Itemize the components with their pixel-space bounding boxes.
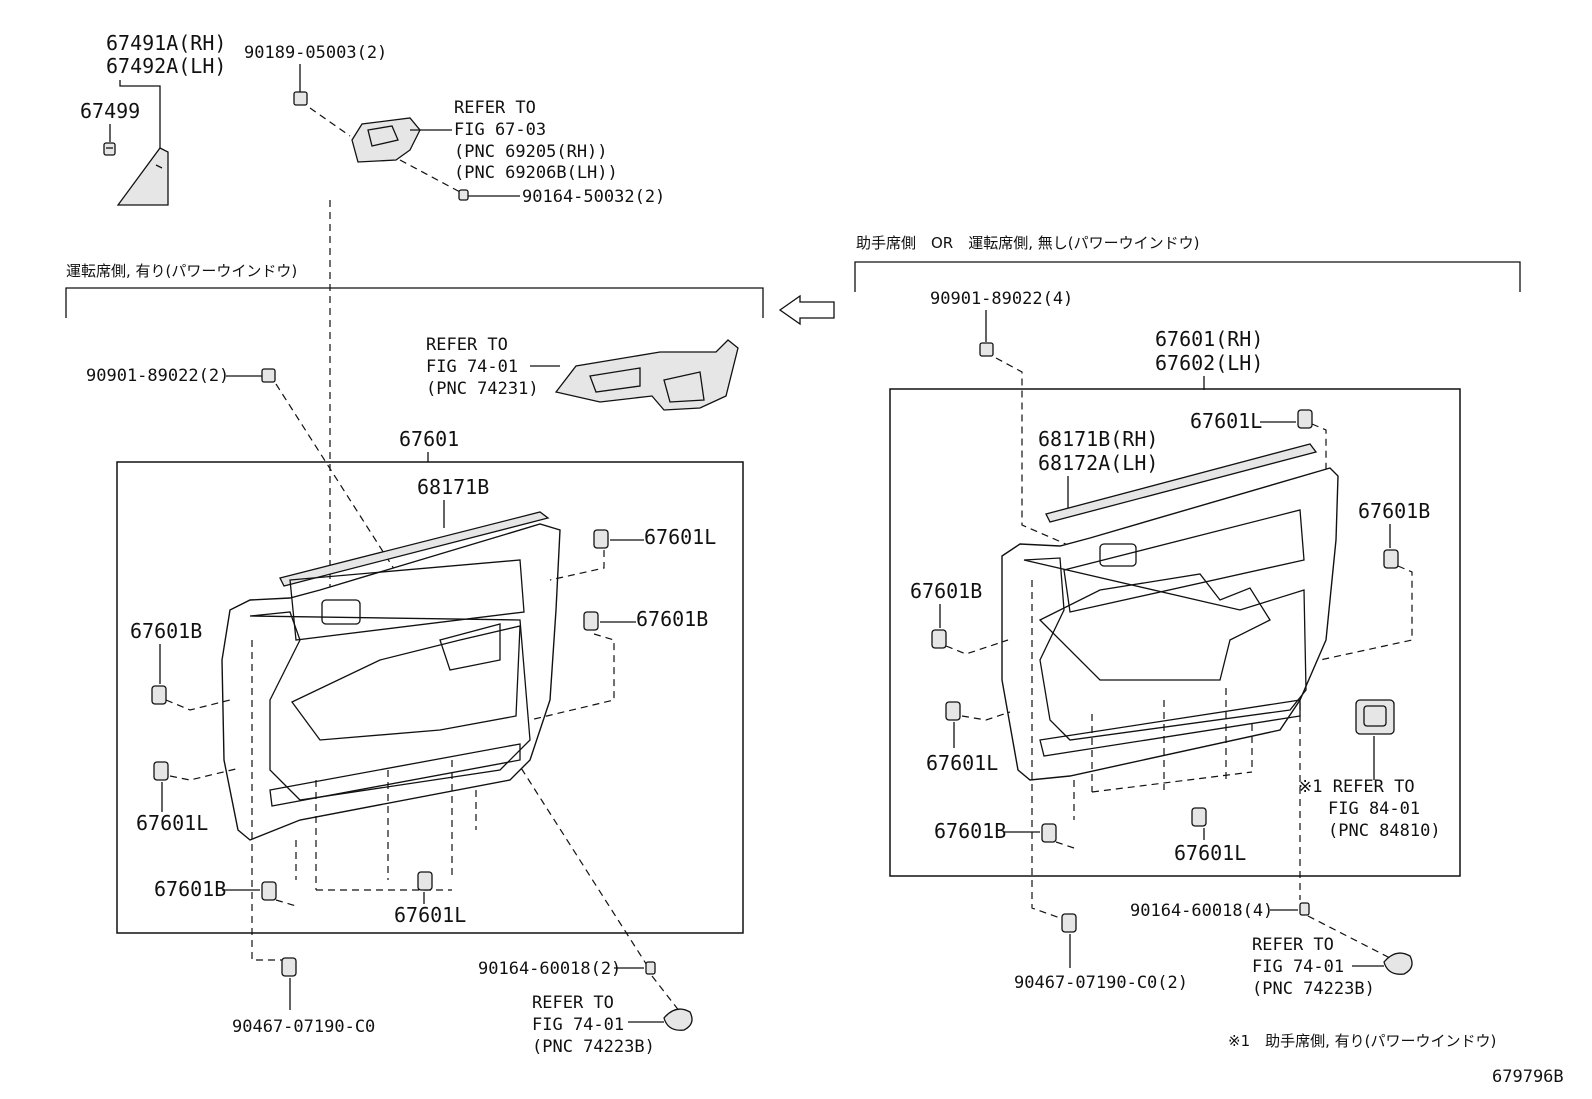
refer-fig74-b-line2[interactable]: FIG 74-01 bbox=[532, 1015, 624, 1035]
part-label-90901-89022-4[interactable]: 90901-89022(4) bbox=[930, 289, 1073, 309]
mirror-cover-group: 67491A(RH) 67492A(LH) 67499 bbox=[80, 31, 226, 206]
weatherstrip-icon bbox=[279, 511, 550, 587]
power-window-switch-right-icon bbox=[1355, 699, 1395, 735]
courtesy-lamp-right-icon bbox=[1383, 952, 1413, 975]
door-trim-panel-right-icon bbox=[1001, 467, 1339, 781]
part-label-90164-50032[interactable]: 90164-50032(2) bbox=[522, 187, 665, 207]
refer-fig74-b-line3[interactable]: (PNC 74223B) bbox=[532, 1037, 655, 1057]
part-label-67499[interactable]: 67499 bbox=[80, 99, 140, 123]
clip-r67601l-a-icon bbox=[1297, 409, 1313, 429]
inside-handle-group: 90189-05003(2) REFER TO FIG 67-03 (PNC 6… bbox=[244, 43, 665, 207]
part-label-90164-60018-2[interactable]: 90164-60018(2) bbox=[478, 959, 621, 979]
clip-r67601l-b-icon bbox=[945, 701, 961, 721]
left-label-67601l-c[interactable]: 67601L bbox=[394, 903, 466, 927]
right-label-67601b-b[interactable]: 67601B bbox=[910, 579, 982, 603]
right-section-heading: 助手席側 OR 運転席側, 無し(パワーウインドウ) bbox=[856, 234, 1199, 252]
part-label-90467-right[interactable]: 90467-07190-C0(2) bbox=[1014, 973, 1188, 993]
right-label-67601l-a[interactable]: 67601L bbox=[1190, 409, 1262, 433]
refer-fig74-c-line1[interactable]: REFER TO bbox=[1252, 935, 1334, 955]
screw-90164-icon bbox=[645, 961, 656, 975]
left-door-trim-group: 90901-89022(2) REFER TO FIG 74-01 (PNC 7… bbox=[86, 200, 744, 1057]
door-trim-panel-icon bbox=[221, 523, 561, 841]
mirror-cover-icon bbox=[116, 147, 169, 206]
refer-fig67-line3[interactable]: (PNC 69205(RH)) bbox=[454, 142, 608, 162]
clip-nut-icon bbox=[293, 91, 308, 106]
right-label-67601b-c[interactable]: 67601B bbox=[934, 819, 1006, 843]
right-panel-frame bbox=[889, 388, 1461, 877]
inside-handle-icon bbox=[351, 117, 421, 163]
part-label-90901-89022-2[interactable]: 90901-89022(2) bbox=[86, 366, 229, 386]
part-label-67492a[interactable]: 67492A(LH) bbox=[106, 54, 226, 78]
diagram-id: 679796B bbox=[1492, 1067, 1564, 1087]
refer-fig74-b-line1[interactable]: REFER TO bbox=[532, 993, 614, 1013]
screw-icon bbox=[103, 142, 116, 156]
clip-r67601b-a-icon bbox=[1383, 549, 1399, 569]
refer-fig84-line1[interactable]: ※1 REFER TO bbox=[1298, 777, 1415, 797]
clip-67601b-b-icon bbox=[583, 611, 599, 631]
weatherstrip-right-icon bbox=[1045, 443, 1318, 523]
clip-67601l-c-icon bbox=[417, 871, 433, 891]
refer-fig74-c-line2[interactable]: FIG 74-01 bbox=[1252, 957, 1344, 977]
right-label-67601l-b[interactable]: 67601L bbox=[926, 751, 998, 775]
refer-fig67-line4[interactable]: (PNC 69206B(LH)) bbox=[454, 163, 618, 183]
courtesy-lamp-icon bbox=[663, 1008, 693, 1031]
part-label-68171b[interactable]: 68171B bbox=[417, 475, 489, 499]
part-label-90189[interactable]: 90189-05003(2) bbox=[244, 43, 387, 63]
clip-r67601l-c-icon bbox=[1191, 807, 1207, 827]
right-door-trim-group: 90901-89022(4) 67601(RH) 67602(LH) 67601… bbox=[889, 289, 1461, 999]
refer-fig67-line1[interactable]: REFER TO bbox=[454, 98, 536, 118]
footnote: ※1 助手席側, 有り(パワーウインドウ) bbox=[1228, 1032, 1496, 1050]
right-label-67601b-a[interactable]: 67601B bbox=[1358, 499, 1430, 523]
arrow-left-icon bbox=[778, 294, 835, 326]
clip-90467-icon bbox=[281, 957, 297, 977]
left-section-heading: 運転席側, 有り(パワーウインドウ) bbox=[66, 262, 297, 280]
part-label-90467-left[interactable]: 90467-07190-C0 bbox=[232, 1017, 375, 1037]
left-label-67601b-a[interactable]: 67601B bbox=[130, 619, 202, 643]
right-section-bracket bbox=[854, 261, 1521, 292]
left-panel-frame bbox=[116, 461, 744, 934]
refer-fig74-a-line1[interactable]: REFER TO bbox=[426, 335, 508, 355]
clip-90467-right-icon bbox=[1061, 913, 1077, 933]
right-label-67601l-c[interactable]: 67601L bbox=[1174, 841, 1246, 865]
clip-r67601b-b-icon bbox=[931, 629, 947, 649]
part-label-68171b-rh[interactable]: 68171B(RH) bbox=[1038, 427, 1158, 451]
left-label-67601l-a[interactable]: 67601L bbox=[644, 525, 716, 549]
refer-fig84-line3[interactable]: (PNC 84810) bbox=[1328, 821, 1441, 841]
left-label-67601b-c[interactable]: 67601B bbox=[154, 877, 226, 901]
power-window-switch-icon bbox=[554, 339, 739, 411]
part-label-67601[interactable]: 67601 bbox=[399, 427, 459, 451]
part-label-67602lh[interactable]: 67602(LH) bbox=[1155, 351, 1263, 375]
part-label-67601rh[interactable]: 67601(RH) bbox=[1155, 327, 1263, 351]
left-label-67601l-b[interactable]: 67601L bbox=[136, 811, 208, 835]
part-label-67491a[interactable]: 67491A(RH) bbox=[106, 31, 226, 55]
screw-90164-right-icon bbox=[1299, 902, 1310, 916]
refer-fig74-c-line3[interactable]: (PNC 74223B) bbox=[1252, 979, 1375, 999]
part-label-90164-60018-4[interactable]: 90164-60018(4) bbox=[1130, 901, 1273, 921]
refer-fig74-a-line3[interactable]: (PNC 74231) bbox=[426, 379, 539, 399]
clip-67601l-a-icon bbox=[593, 529, 609, 549]
screw-icon bbox=[458, 189, 469, 201]
clip-67601b-c-icon bbox=[261, 881, 277, 901]
left-label-67601b-b[interactable]: 67601B bbox=[636, 607, 708, 631]
clip-67601b-a-icon bbox=[151, 685, 167, 705]
clip-icon bbox=[261, 368, 276, 383]
clip-67601l-b-icon bbox=[153, 761, 169, 781]
clip-r67601b-c-icon bbox=[1041, 823, 1057, 843]
left-section-bracket bbox=[65, 287, 764, 318]
refer-fig84-line2[interactable]: FIG 84-01 bbox=[1328, 799, 1420, 819]
refer-fig74-a-line2[interactable]: FIG 74-01 bbox=[426, 357, 518, 377]
part-label-68172a-lh[interactable]: 68172A(LH) bbox=[1038, 451, 1158, 475]
clip-icon bbox=[979, 342, 994, 357]
refer-fig67-line2[interactable]: FIG 67-03 bbox=[454, 120, 546, 140]
